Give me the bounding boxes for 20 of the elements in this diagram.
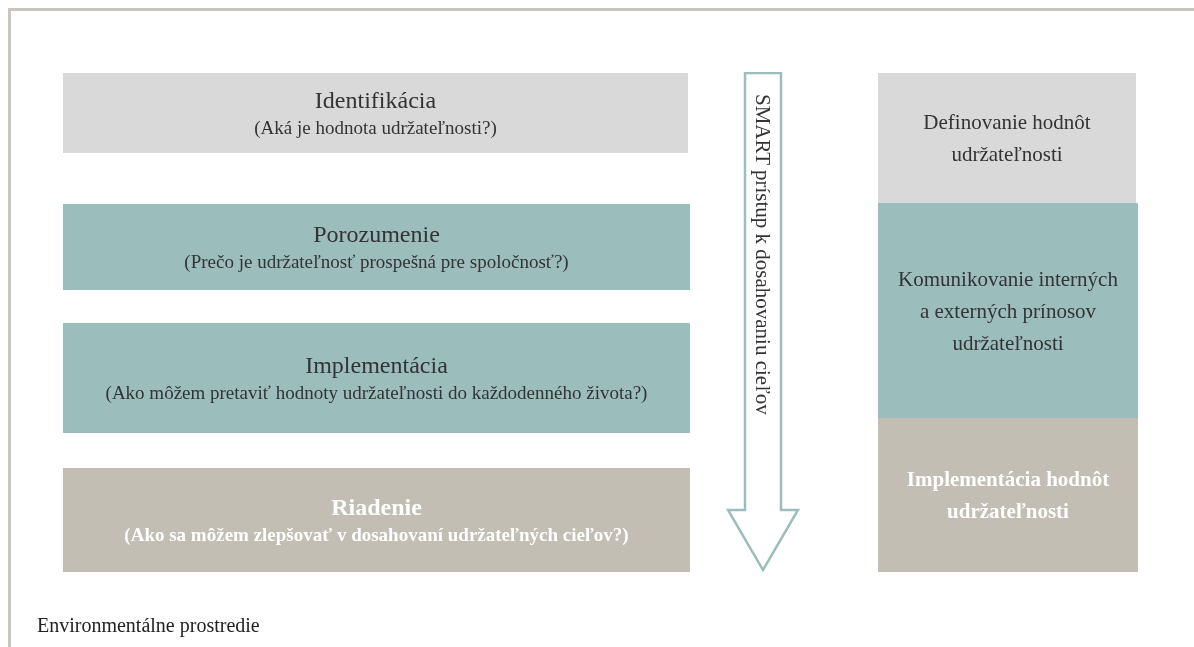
stage-box — [63, 468, 690, 572]
stage-box — [63, 204, 690, 290]
arrow-label: SMART prístup k dosahovaniu cieľov — [750, 94, 776, 415]
step-box — [878, 418, 1138, 572]
stage-question: (Ako môžem pretaviť hodnoty udržateľnosti do každodenného života?) — [104, 381, 649, 405]
stage-title: Implementácia — [305, 351, 448, 380]
stage-question: (Ako sa môžem zlepšovať v dosahovaní udržateľných cieľov?) — [123, 523, 630, 547]
stage-title: Riadenie — [331, 493, 422, 522]
stage-title: Identifikácia — [314, 86, 437, 115]
step-text: Komunikovanie interných a externých prínosov udržateľnosti — [897, 265, 1119, 357]
caption: Environmentálne prostredie — [37, 613, 260, 638]
stage-title: Porozumenie — [313, 220, 440, 249]
stage-box — [63, 323, 690, 433]
step-box — [878, 73, 1136, 203]
stage-question: (Prečo je udržateľnosť prospešná pre spoločnosť?) — [183, 250, 570, 274]
stage-box — [63, 73, 688, 153]
step-text: Definovanie hodnôt udržateľnosti — [922, 109, 1092, 168]
step-text: Implementácia hodnôt udržateľnosti — [905, 466, 1111, 525]
stage-question: (Aká je hodnota udržateľnosti?) — [253, 116, 498, 140]
step-box — [878, 203, 1138, 418]
